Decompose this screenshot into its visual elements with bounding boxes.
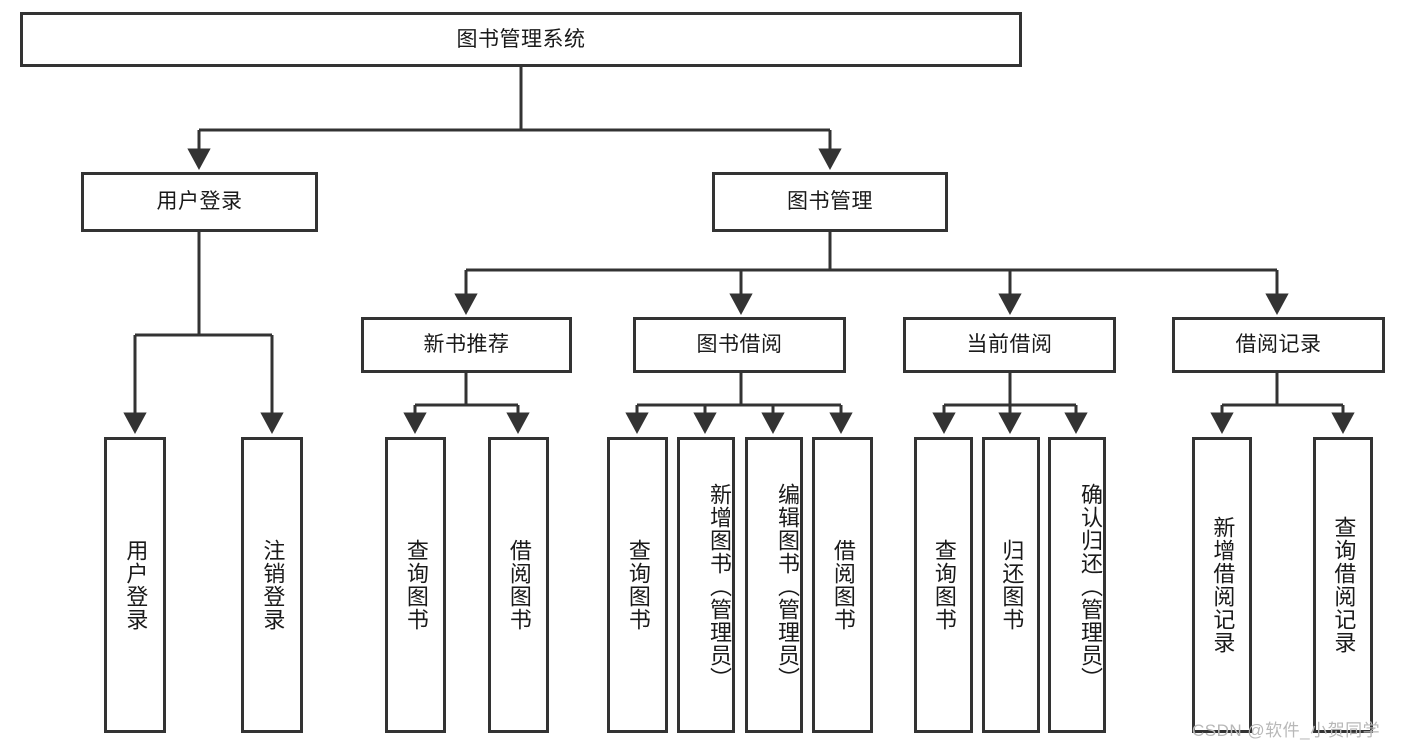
leaf-user-login[interactable]: 用户登录 [104, 437, 166, 733]
node-book-management[interactable]: 图书管理 [712, 172, 948, 232]
node-label: 图书管理 [787, 190, 873, 214]
node-user-login[interactable]: 用户登录 [81, 172, 318, 232]
node-label: 新增图书（管理员） [707, 482, 732, 690]
leaf-return-book[interactable]: 归还图书 [982, 437, 1040, 733]
node-label: 编辑图书（管理员） [775, 482, 800, 690]
node-label: 借阅记录 [1235, 333, 1322, 357]
node-label: 图书管理系统 [456, 27, 586, 51]
leaf-query-borrow-record[interactable]: 查询借阅记录 [1313, 437, 1373, 733]
node-borrow-record[interactable]: 借阅记录 [1172, 317, 1385, 373]
node-label: 借阅图书 [506, 539, 532, 631]
node-label: 归还图书 [999, 539, 1025, 631]
node-label: 查询图书 [931, 539, 957, 631]
node-label: 当前借阅 [966, 333, 1053, 357]
leaf-add-book-admin[interactable]: 新增图书（管理员） [677, 437, 735, 733]
leaf-confirm-return-admin[interactable]: 确认归还（管理员） [1048, 437, 1106, 733]
node-label: 查询图书 [625, 539, 651, 631]
node-label: 注销登录 [260, 539, 286, 631]
node-label: 新书推荐 [423, 333, 510, 357]
leaf-borrow-book-recommend[interactable]: 借阅图书 [488, 437, 549, 733]
node-label: 借阅图书 [830, 539, 856, 631]
node-label: 图书借阅 [696, 333, 783, 357]
leaf-query-book-recommend[interactable]: 查询图书 [385, 437, 446, 733]
leaf-logout[interactable]: 注销登录 [241, 437, 303, 733]
leaf-query-book-borrow[interactable]: 查询图书 [607, 437, 668, 733]
node-book-borrow[interactable]: 图书借阅 [633, 317, 846, 373]
leaf-edit-book-admin[interactable]: 编辑图书（管理员） [745, 437, 803, 733]
node-new-book-recommend[interactable]: 新书推荐 [361, 317, 572, 373]
node-label: 确认归还（管理员） [1078, 482, 1103, 690]
node-label: 用户登录 [156, 190, 243, 214]
leaf-borrow-book[interactable]: 借阅图书 [812, 437, 873, 733]
leaf-add-borrow-record[interactable]: 新增借阅记录 [1192, 437, 1252, 733]
node-label: 查询借阅记录 [1331, 516, 1357, 654]
node-current-borrow[interactable]: 当前借阅 [903, 317, 1116, 373]
leaf-query-book-current[interactable]: 查询图书 [914, 437, 973, 733]
node-label: 新增借阅记录 [1210, 516, 1236, 654]
node-label: 用户登录 [123, 539, 149, 631]
node-root-book-management-system[interactable]: 图书管理系统 [20, 12, 1022, 67]
node-label: 查询图书 [403, 539, 429, 631]
csdn-watermark: CSDN @软件_小贺同学 [1192, 721, 1381, 740]
